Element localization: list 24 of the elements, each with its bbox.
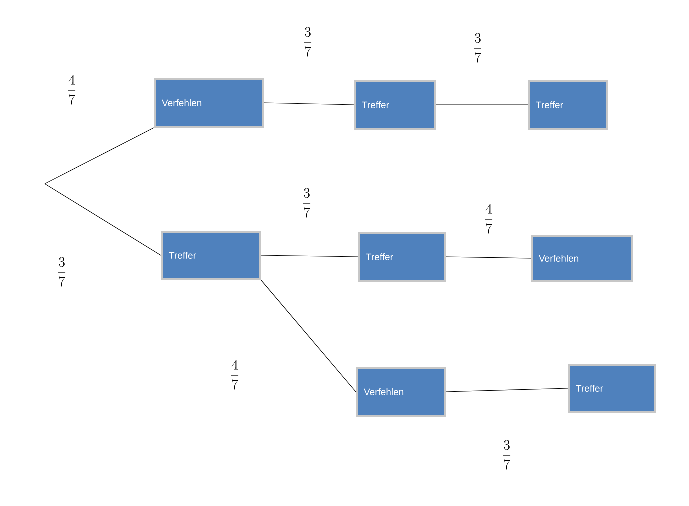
branch-line xyxy=(446,256,532,259)
probability-label: $\frac{3}{7}$ xyxy=(474,33,482,63)
probability-label: $\frac{4}{7}$ xyxy=(485,204,493,234)
process-box: Treffer xyxy=(528,80,608,130)
process-box: Treffer xyxy=(161,231,261,280)
probability-label: $\frac{3}{7}$ xyxy=(503,440,511,470)
probability-label: $\frac{3}{7}$ xyxy=(303,188,311,218)
probability-label: $\frac{3}{7}$ xyxy=(58,257,66,287)
probability-label: $\frac{3}{7}$ xyxy=(304,27,312,57)
process-box: Verfehlen xyxy=(531,235,633,282)
process-box: Treffer xyxy=(568,364,656,413)
branch-line xyxy=(264,102,354,106)
branch-line xyxy=(44,184,162,256)
branch-line xyxy=(436,104,528,106)
process-box: Verfehlen xyxy=(356,367,446,417)
branch-line xyxy=(260,255,358,258)
branch-line xyxy=(260,280,356,392)
process-box: Verfehlen xyxy=(154,78,264,128)
probability-label: $\frac{4}{7}$ xyxy=(231,360,239,390)
branch-line xyxy=(446,388,568,392)
process-box: Treffer xyxy=(354,80,436,130)
probability-label: $\frac{4}{7}$ xyxy=(68,75,76,105)
branch-line xyxy=(44,128,154,184)
process-box: Treffer xyxy=(358,232,446,282)
